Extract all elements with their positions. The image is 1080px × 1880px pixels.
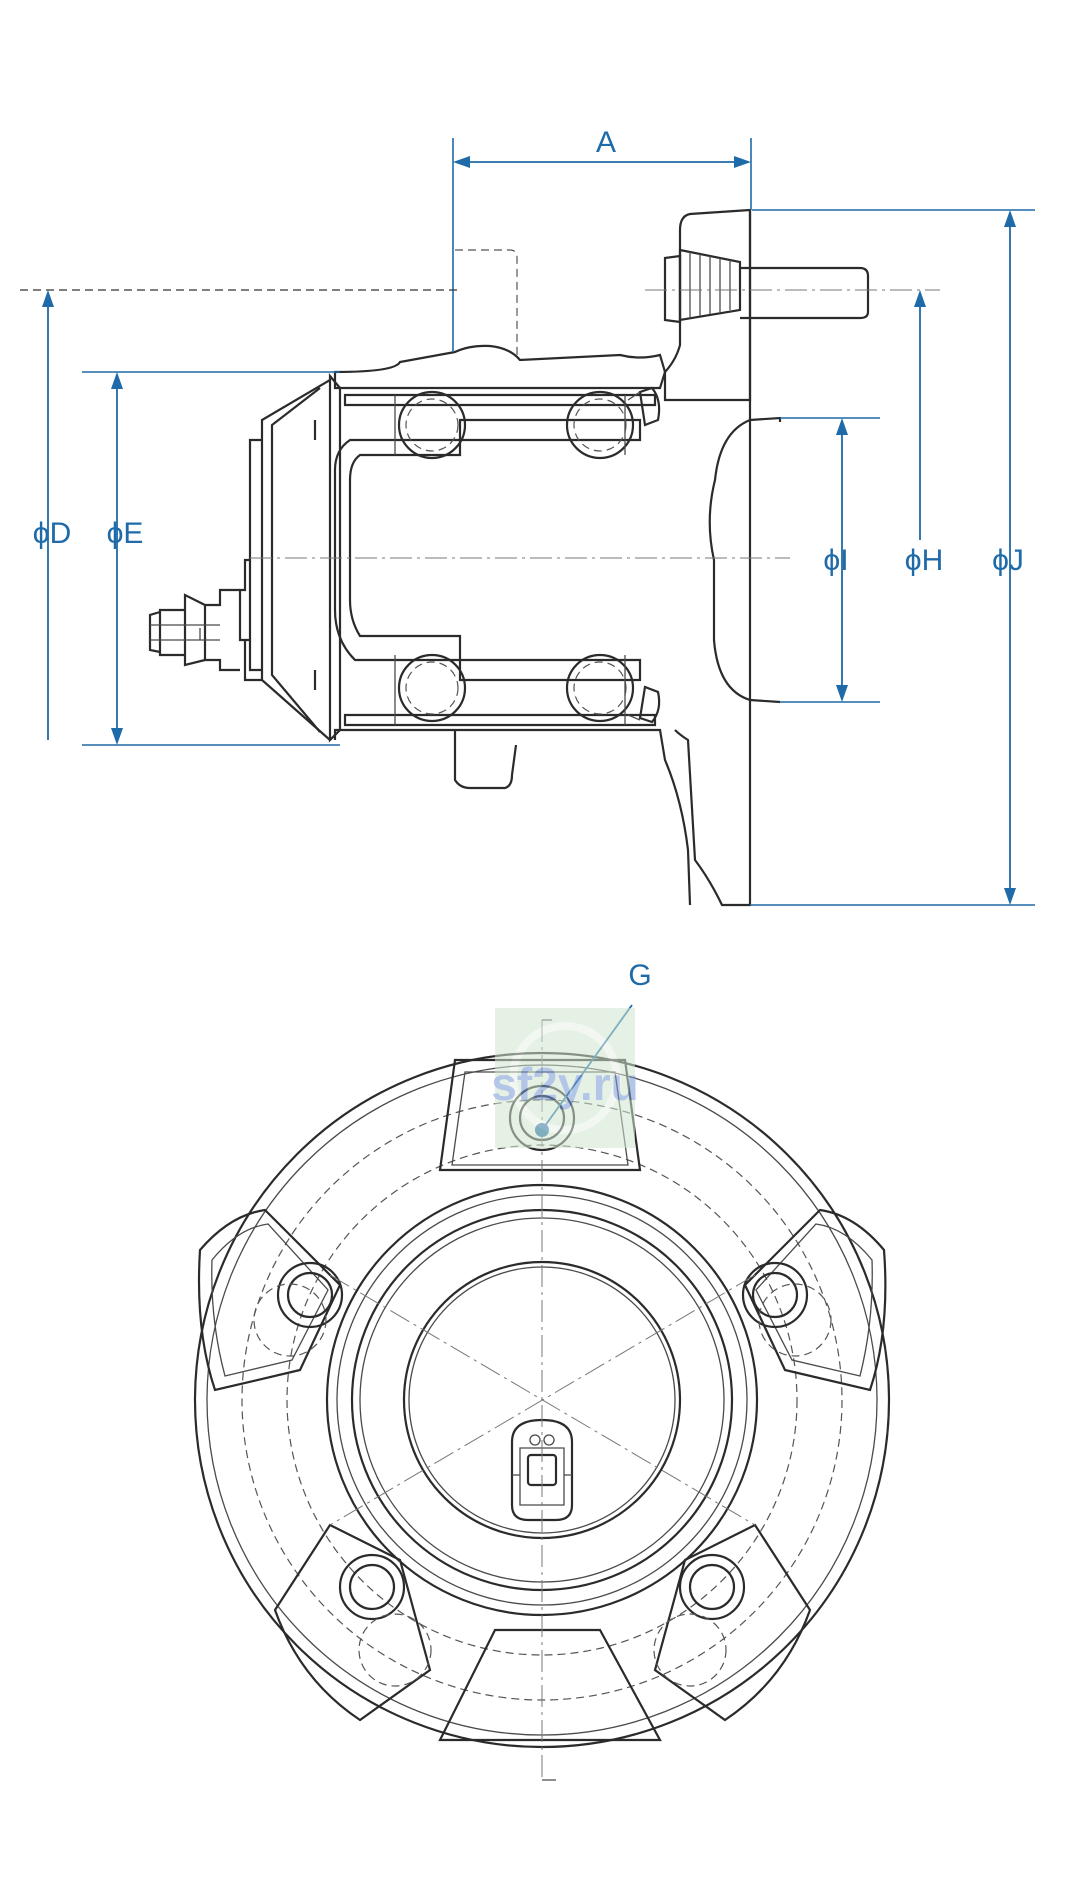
dimension-j-label: ϕJ [992, 544, 1024, 577]
dimension-e-label: ϕE [107, 517, 144, 550]
hub-body-upper [333, 344, 667, 390]
dimension-d-label: ϕD [33, 517, 71, 550]
seals [627, 386, 661, 724]
abs-connector [148, 588, 240, 672]
dimension-i-label: ϕI [823, 544, 848, 577]
abs-cap [238, 379, 331, 741]
side-view [148, 208, 940, 907]
dimension-a-label: A [596, 126, 616, 159]
dimension-g-label: G [628, 959, 651, 992]
bearing-balls [394, 390, 635, 725]
side-dimensions: A ϕD ϕE ϕI ϕH ϕJ [20, 126, 1035, 906]
hub-body-lower [333, 728, 692, 906]
front-view: G [193, 959, 891, 1781]
flange-outline [663, 208, 752, 402]
dimension-h-label: ϕH [905, 544, 943, 577]
wheel-stud [663, 248, 870, 324]
stud-holes [253, 1084, 832, 1687]
watermark-text: sf2y.ru [491, 1058, 638, 1110]
spindle [333, 438, 462, 662]
flange-ears [197, 1058, 887, 1742]
pilot-recess [708, 418, 751, 702]
watermark-logo: sf2y.ru [491, 1008, 639, 1148]
flange-right-face [674, 210, 752, 907]
